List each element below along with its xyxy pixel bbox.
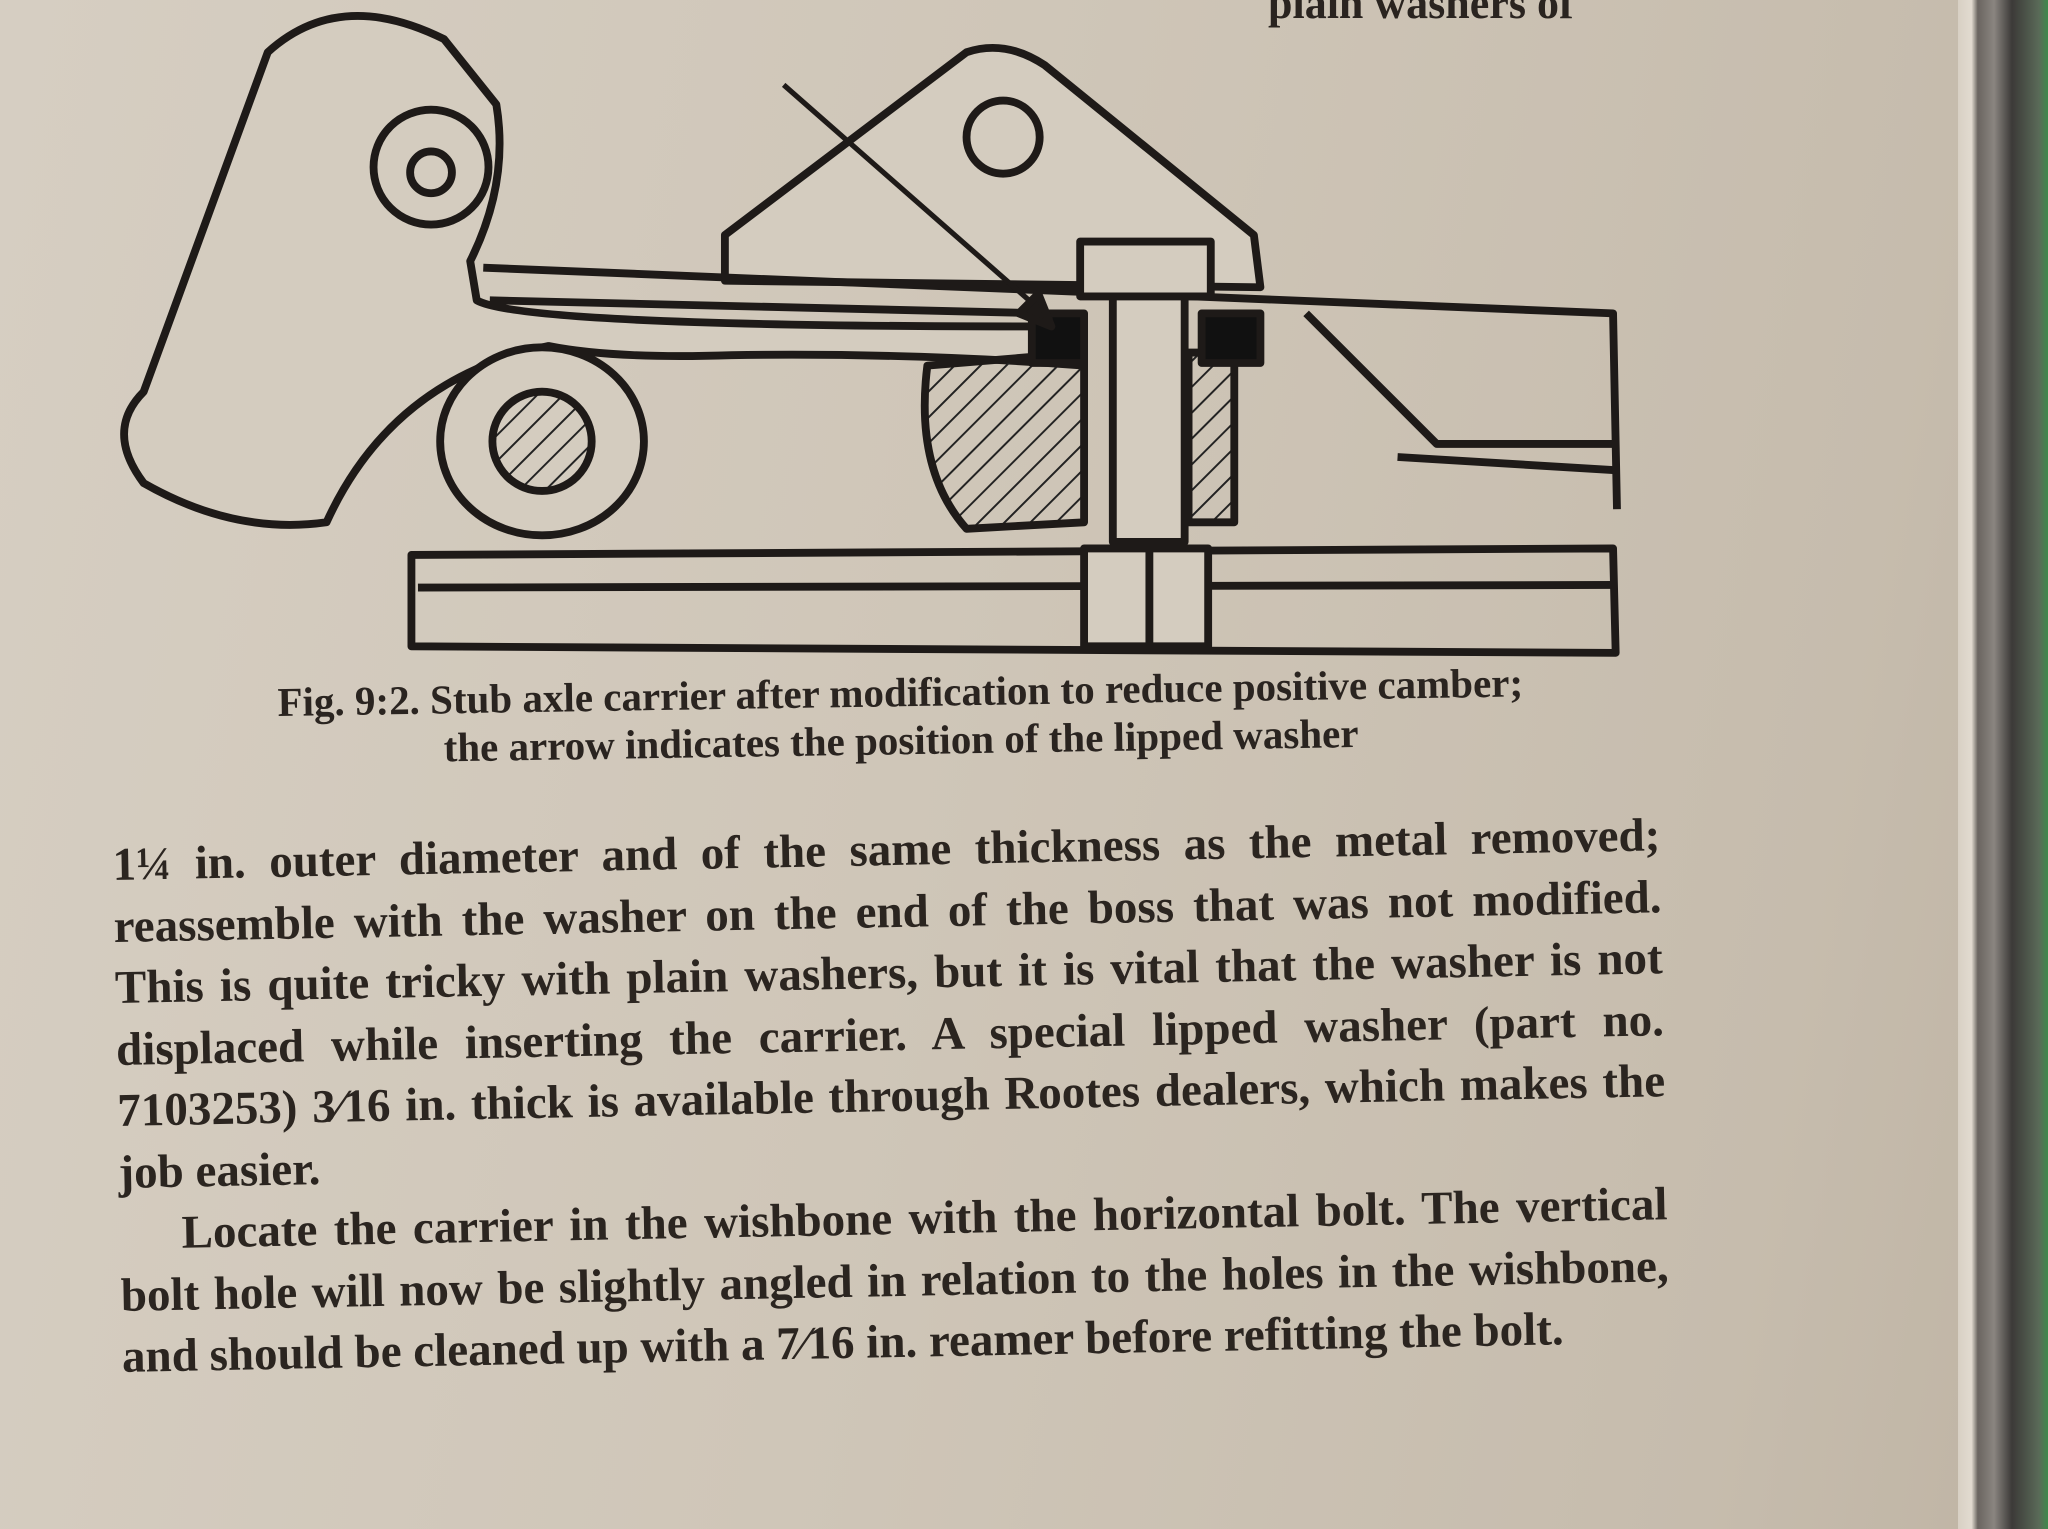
upper-plate (483, 263, 1621, 510)
stub-axle-arm (120, 12, 1088, 529)
book-page-edge (1958, 0, 2048, 1529)
vertical-bolt (1108, 289, 1189, 546)
body-text: 1¼ in. outer diameter and of the same th… (112, 805, 1670, 1388)
lower-plate (407, 544, 1620, 657)
upper-hole (369, 105, 493, 229)
previous-text-fragment: plain washers of (1268, 0, 1574, 28)
paragraph-2: Locate the carrier in the wishbone with … (120, 1178, 1670, 1383)
bolt-head (1076, 237, 1215, 301)
indicator-arrow (781, 82, 1054, 322)
bracket (720, 44, 1265, 292)
bracket-hole (962, 96, 1044, 178)
hatched-boss (920, 348, 1088, 533)
paragraph-1: 1¼ in. outer diameter and of the same th… (112, 809, 1666, 1199)
